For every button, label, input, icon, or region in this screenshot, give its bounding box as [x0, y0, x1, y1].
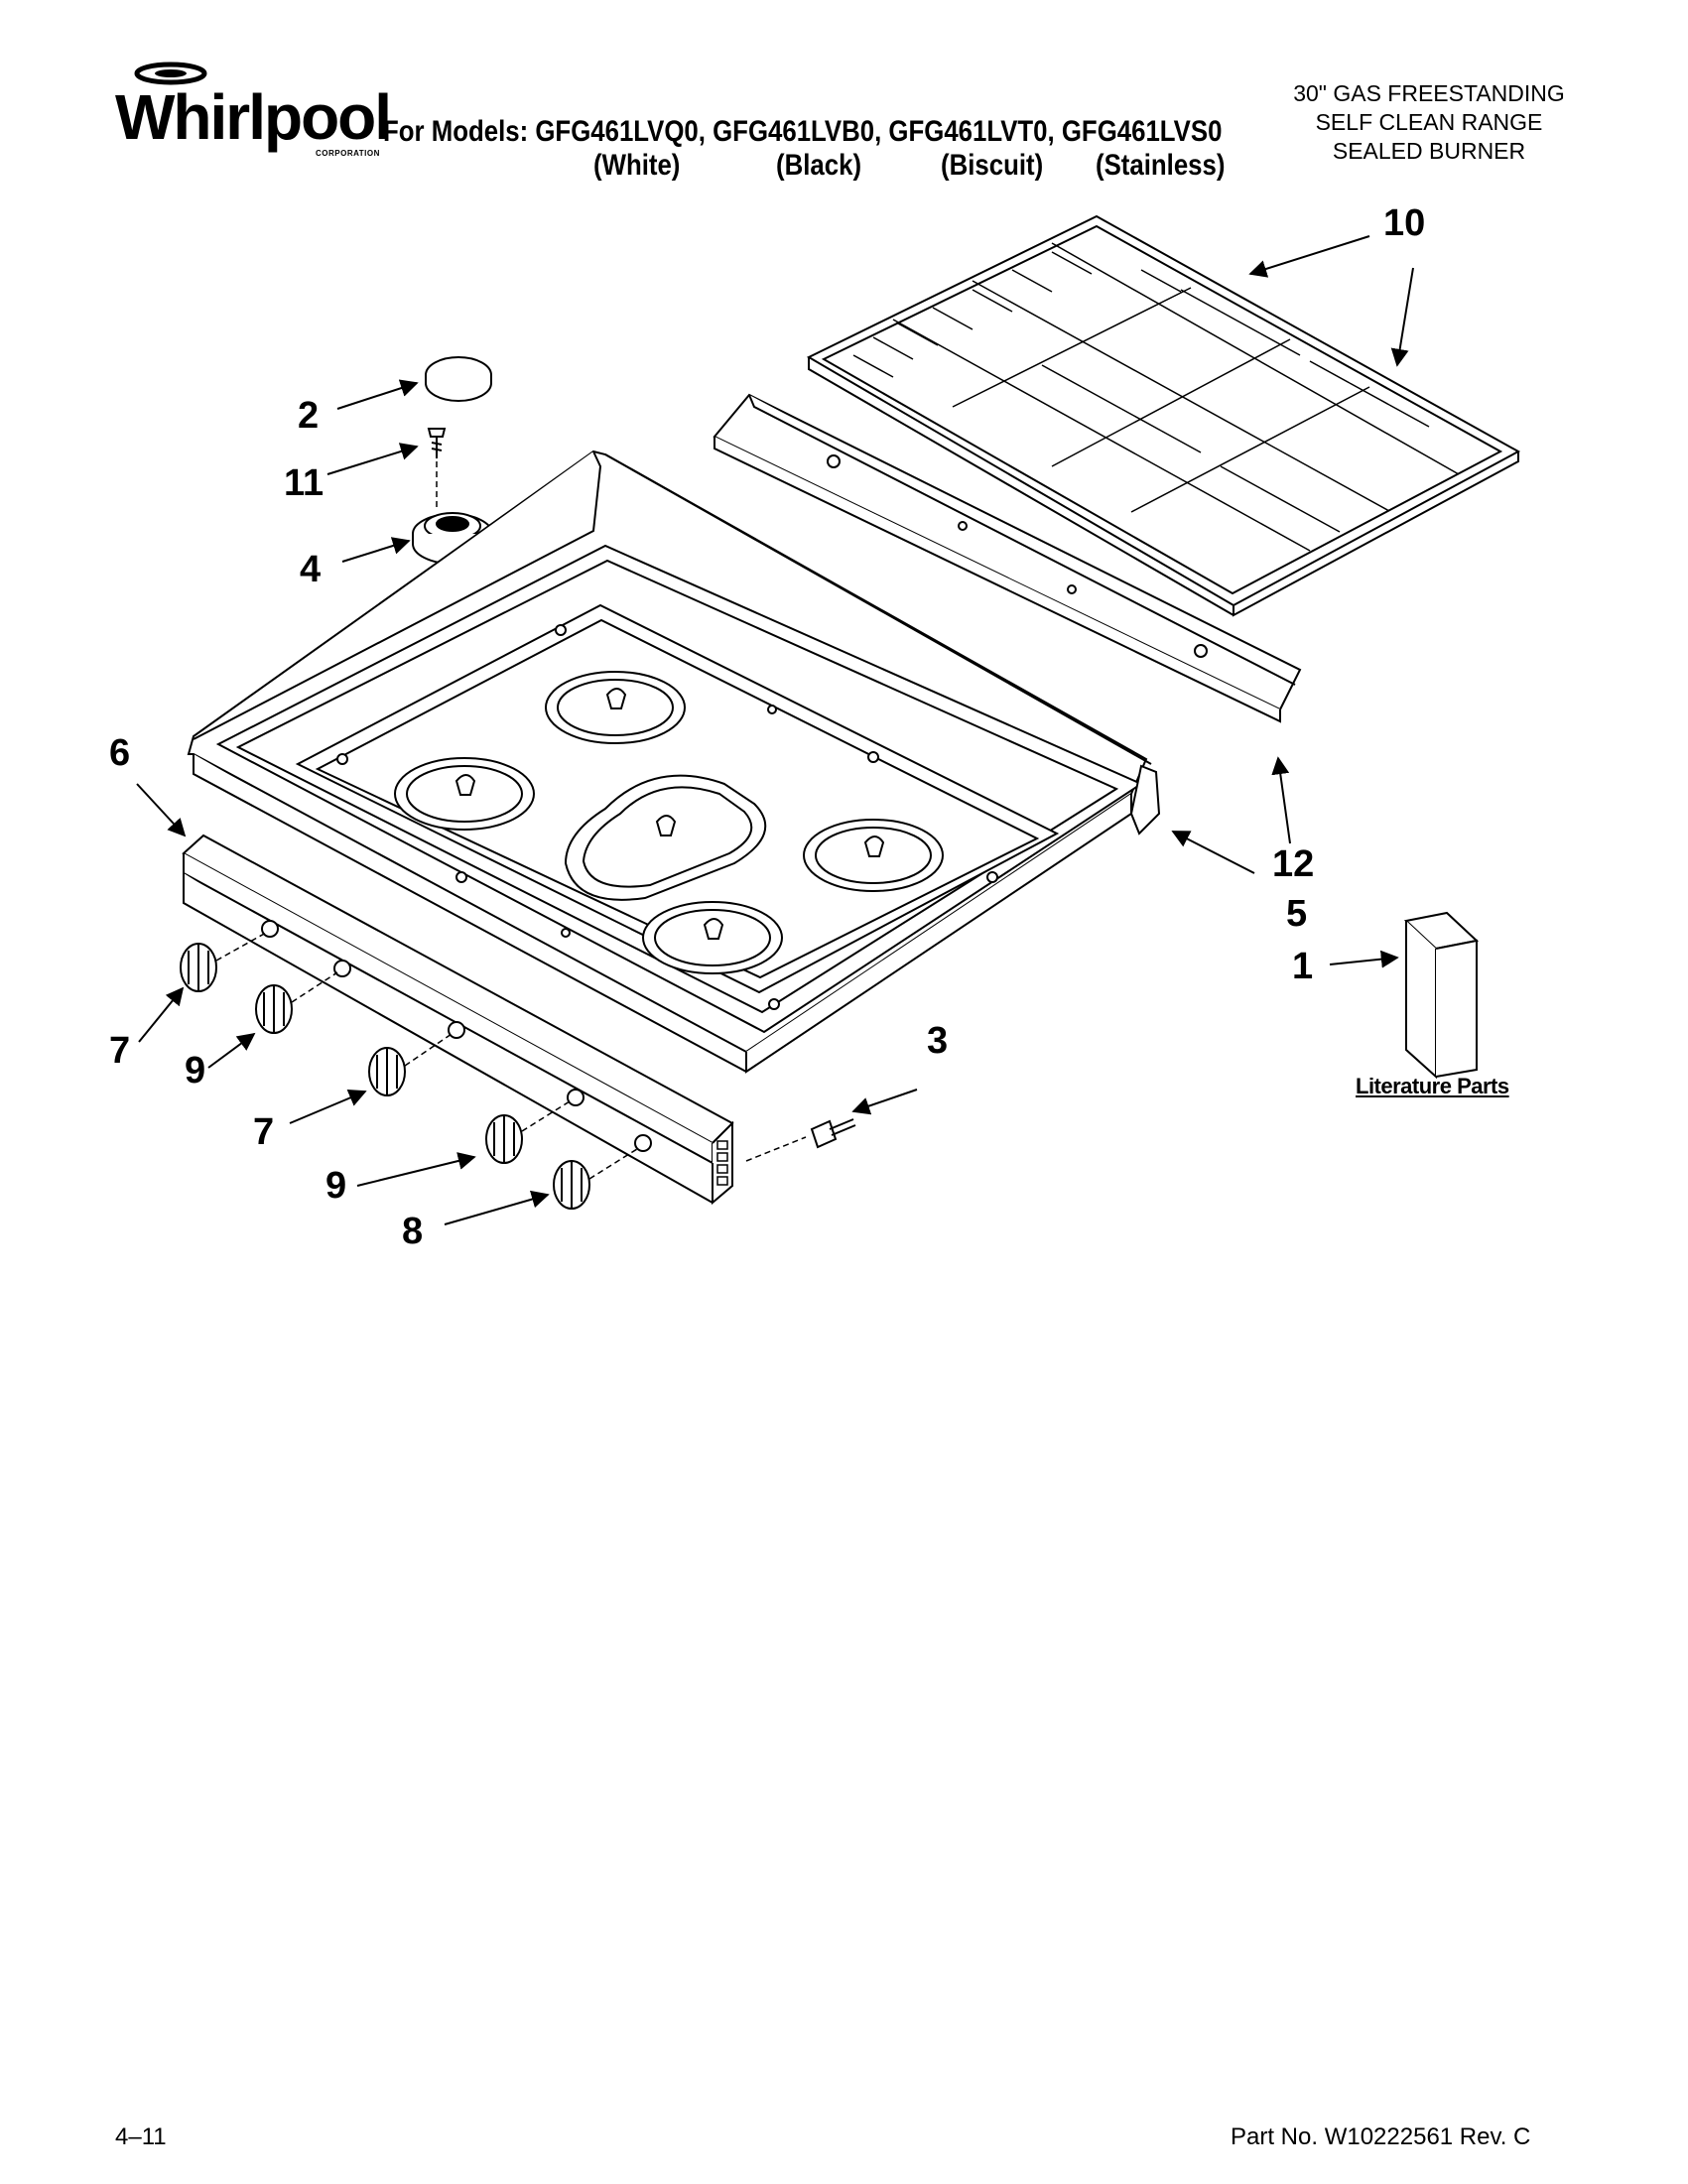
- finish-biscuit: (Biscuit): [941, 149, 1044, 182]
- leader-12: [1271, 756, 1290, 843]
- literature-parts-label: Literature Parts: [1356, 1074, 1509, 1098]
- leader-3: [851, 1090, 917, 1115]
- callout-8: 8: [402, 1211, 424, 1252]
- brand-logo: Whirlpool CORPORATION: [111, 58, 392, 158]
- leader-7a: [139, 986, 185, 1042]
- brand-name: Whirlpool: [115, 81, 392, 153]
- panel-screw-part: [812, 1119, 855, 1147]
- callout-11: 11: [284, 462, 325, 504]
- description-line-3: SEALED BURNER: [1332, 138, 1526, 164]
- brand-corporation: CORPORATION: [316, 149, 380, 158]
- callout-9a: 9: [185, 1050, 206, 1092]
- back-trim-part: [714, 395, 1300, 721]
- burner-cap-part: [426, 357, 491, 401]
- callout-5: 5: [1286, 893, 1308, 935]
- leader-8: [445, 1190, 550, 1224]
- callout-7a: 7: [109, 1030, 131, 1072]
- control-panel-part: [184, 835, 732, 1203]
- knob-8: [554, 1161, 589, 1209]
- page-number: 4–11: [115, 2123, 167, 2150]
- burner-markings: [456, 689, 883, 939]
- logo-swoosh-icon: [134, 62, 207, 85]
- callout-6: 6: [109, 732, 131, 774]
- grate-part: [809, 216, 1518, 615]
- knob-alignment-lines: [216, 933, 806, 1179]
- leader-11: [327, 443, 419, 474]
- bracket-part: [1131, 766, 1159, 834]
- finish-black: (Black): [776, 149, 862, 182]
- knob-9a: [256, 985, 292, 1033]
- leader-2: [337, 379, 419, 409]
- callout-4: 4: [300, 549, 322, 590]
- knob-7a: [181, 944, 216, 991]
- burner-recesses: [395, 672, 943, 973]
- callout-10: 10: [1383, 202, 1426, 244]
- callout-1: 1: [1292, 946, 1314, 987]
- callout-7b: 7: [253, 1111, 275, 1153]
- leader-1: [1330, 950, 1399, 968]
- description-line-2: SELF CLEAN RANGE: [1315, 109, 1543, 135]
- leader-10a: [1248, 236, 1369, 278]
- screw-part: [429, 429, 445, 458]
- leader-4: [342, 537, 411, 562]
- leader-arrows: [137, 236, 1413, 1224]
- leader-10b: [1390, 268, 1413, 367]
- finish-stainless: (Stainless): [1096, 149, 1226, 182]
- callout-3: 3: [927, 1020, 949, 1062]
- callout-2: 2: [298, 395, 320, 437]
- callout-12: 12: [1272, 843, 1315, 885]
- leader-6: [137, 784, 187, 837]
- description-line-1: 30" GAS FREESTANDING: [1293, 80, 1565, 106]
- finish-row: (White) (Black) (Biscuit) (Stainless): [0, 149, 1290, 189]
- leader-5: [1171, 832, 1254, 873]
- knob-9b: [486, 1115, 522, 1163]
- literature-part: [1406, 913, 1477, 1077]
- finish-white: (White): [593, 149, 681, 182]
- leader-7b: [290, 1089, 367, 1123]
- range-description: 30" GAS FREESTANDING SELF CLEAN RANGE SE…: [1270, 79, 1588, 166]
- models-line: For Models: GFG461LVQ0, GFG461LVB0, GFG4…: [383, 115, 1223, 148]
- callout-9b: 9: [325, 1165, 347, 1207]
- knob-7b: [369, 1048, 405, 1095]
- knobs: [181, 944, 589, 1209]
- part-number: Part No. W10222561 Rev. C: [1231, 2123, 1531, 2150]
- leader-9b: [357, 1152, 476, 1186]
- leader-9a: [208, 1032, 256, 1068]
